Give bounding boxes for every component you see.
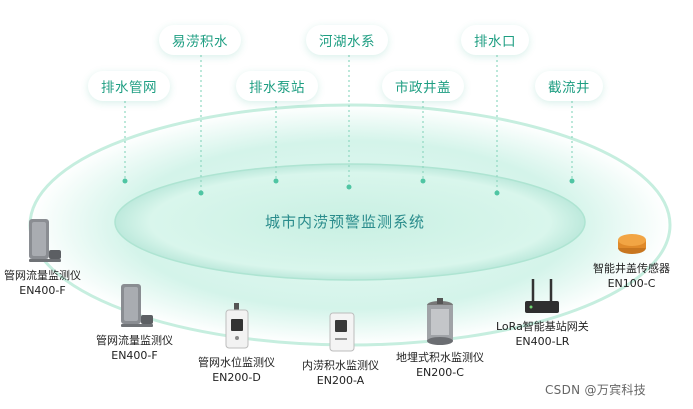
scenario-tag-interception-well: 截流井 xyxy=(535,71,603,101)
scenario-tag-pump-station: 排水泵站 xyxy=(236,71,318,101)
watermark: CSDN @万宾科技 xyxy=(545,383,647,397)
device-model: EN100-C xyxy=(607,277,656,290)
connector-dot xyxy=(494,190,500,196)
device-model: EN400-F xyxy=(111,349,158,362)
device-flow-meter-2: 管网流量监测仪 EN400-F xyxy=(96,281,173,363)
manhole-sensor-icon xyxy=(617,234,646,254)
scenario-tag-rivers-lakes: 河湖水系 xyxy=(306,25,388,55)
device-name: 内涝积水监测仪 xyxy=(302,359,379,372)
device-model: EN400-F xyxy=(19,284,66,297)
device-model: EN400-LR xyxy=(515,335,570,348)
device-waterlogging-meter: 内涝积水监测仪 EN200-A xyxy=(302,310,379,388)
device-name: 智能井盖传感器 xyxy=(593,262,670,275)
system-title: 城市内涝预警监测系统 xyxy=(264,213,425,231)
gateway-icon xyxy=(525,279,560,313)
device-name: 管网流量监测仪 xyxy=(4,269,81,282)
connector-dot xyxy=(346,184,352,190)
device-manhole-sensor: 智能井盖传感器 EN100-C xyxy=(593,229,670,291)
connector-dot xyxy=(122,178,128,184)
device-lora-gateway: LoRa智能基站网关 EN400-LR xyxy=(496,277,589,349)
device-model: EN200-A xyxy=(316,374,365,387)
scenario-tag-drainage-network: 排水管网 xyxy=(88,71,170,101)
device-flow-meter-1: 管网流量监测仪 EN400-F xyxy=(4,216,81,298)
flow-meter-icon xyxy=(28,219,61,262)
connector-dot xyxy=(569,178,575,184)
device-model: EN200-D xyxy=(212,371,261,384)
device-buried-meter: 地埋式积水监测仪 EN200-C xyxy=(396,296,484,380)
buried-meter-icon xyxy=(427,298,453,345)
device-name: 管网水位监测仪 xyxy=(198,356,275,369)
connector-dot xyxy=(273,178,279,184)
level-meter-icon xyxy=(225,303,248,349)
device-name: LoRa智能基站网关 xyxy=(496,320,589,333)
flow-meter-icon xyxy=(120,284,153,327)
device-model: EN200-C xyxy=(416,366,464,379)
connector-dot xyxy=(420,178,426,184)
waterlogging-meter-icon xyxy=(329,312,354,352)
scenario-tag-manhole-cover: 市政井盖 xyxy=(382,71,464,101)
device-name: 管网流量监测仪 xyxy=(96,334,173,347)
device-name: 地埋式积水监测仪 xyxy=(396,351,484,364)
inner-ring xyxy=(114,163,586,281)
scenario-tag-waterlogging: 易涝积水 xyxy=(159,25,241,55)
scenario-tag-outfall: 排水口 xyxy=(461,25,529,55)
device-level-meter: 管网水位监测仪 EN200-D xyxy=(198,301,275,385)
connector-dot xyxy=(198,190,204,196)
